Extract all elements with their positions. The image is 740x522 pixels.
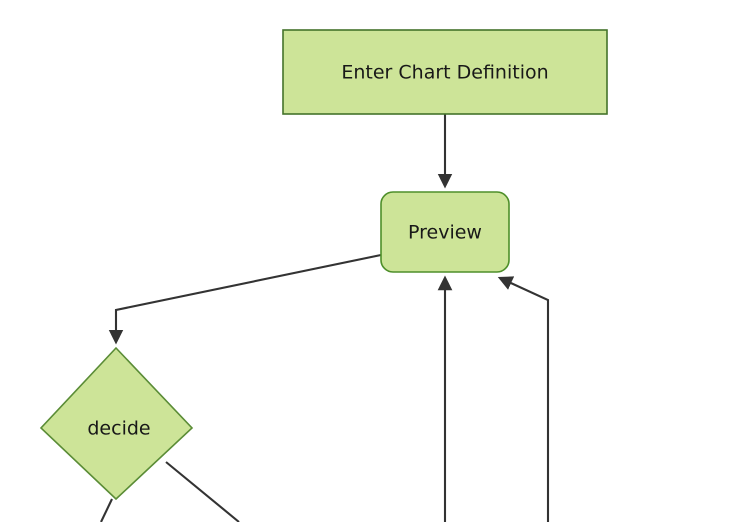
edge-return-right-to-preview[interactable] (497, 276, 550, 522)
node-preview[interactable]: Preview (380, 191, 510, 273)
node-decide-label: decide (87, 418, 150, 440)
node-decide-shape (39, 346, 194, 501)
node-enter-chart-definition-shape (282, 29, 608, 115)
edges-layer (100, 114, 550, 522)
node-preview-label: Preview (408, 222, 482, 244)
node-decide[interactable]: decide (39, 346, 194, 501)
node-enter-chart-definition[interactable]: Enter Chart Definition (282, 29, 608, 115)
node-enter-chart-definition-label: Enter Chart Definition (341, 62, 548, 84)
edge-preview-to-decide[interactable] (108, 253, 382, 345)
edge-decide-out-right[interactable] (165, 461, 240, 522)
node-preview-shape (380, 191, 510, 273)
edge-decide-out-left[interactable] (100, 498, 113, 522)
